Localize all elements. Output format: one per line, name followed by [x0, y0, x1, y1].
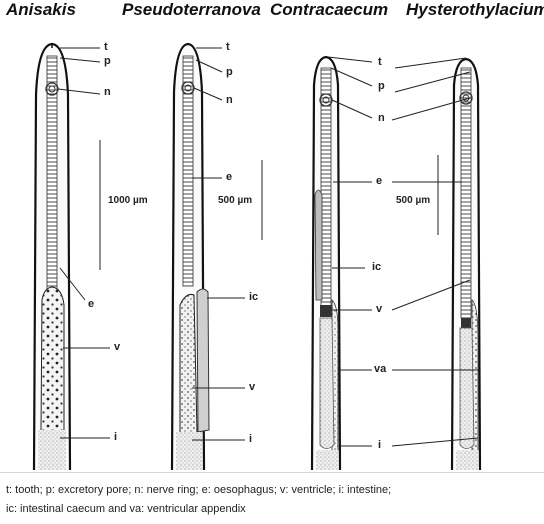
label-pseudoterranova-oesophagus: e	[226, 171, 232, 183]
worm-drawings	[0, 0, 544, 470]
label-anisakis-ventricle: v	[114, 341, 120, 353]
label-anisakis-intestine: i	[114, 431, 117, 443]
label-pseudoterranova-nerve-ring: n	[226, 94, 233, 106]
label-shared-tooth: t	[378, 56, 382, 68]
label-pseudoterranova-caecum: ic	[249, 291, 258, 303]
label-pseudoterranova-ventricle: v	[249, 381, 255, 393]
label-anisakis-pore: p	[104, 55, 111, 67]
scale-bar-hysterothylacium: 500 µm	[396, 195, 430, 206]
label-pseudoterranova-tooth: t	[226, 41, 230, 53]
caption-line-1: t: tooth; p: excretory pore; n: nerve ri…	[6, 484, 391, 496]
label-shared-appendix: va	[374, 363, 386, 375]
scale-bar-anisakis: 1000 µm	[108, 195, 148, 206]
label-shared-ventricle: v	[376, 303, 382, 315]
label-anisakis-oesophagus: e	[88, 298, 94, 310]
label-pseudoterranova-intestine: i	[249, 433, 252, 445]
pseudoterranova-drawing	[172, 44, 262, 470]
anisakid-head-diagram: Anisakis Pseudoterranova Contracaecum Hy…	[0, 0, 544, 470]
caption-line-2: ic: intestinal caecum and va: ventricula…	[6, 503, 246, 515]
label-anisakis-tooth: t	[104, 41, 108, 53]
scale-bar-pseudoterranova: 500 µm	[218, 195, 252, 206]
figure-caption: t: tooth; p: excretory pore; n: nerve ri…	[0, 472, 544, 524]
label-shared-caecum: ic	[372, 261, 381, 273]
hysterothylacium-drawing	[452, 59, 480, 470]
contracaecum-drawing	[312, 57, 340, 470]
label-pseudoterranova-pore: p	[226, 66, 233, 78]
label-shared-intestine: i	[378, 439, 381, 451]
label-shared-nerve-ring: n	[378, 112, 385, 124]
anisakis-drawing	[34, 44, 110, 470]
label-anisakis-nerve-ring: n	[104, 86, 111, 98]
label-shared-pore: p	[378, 80, 385, 92]
label-shared-oesophagus: e	[376, 175, 382, 187]
